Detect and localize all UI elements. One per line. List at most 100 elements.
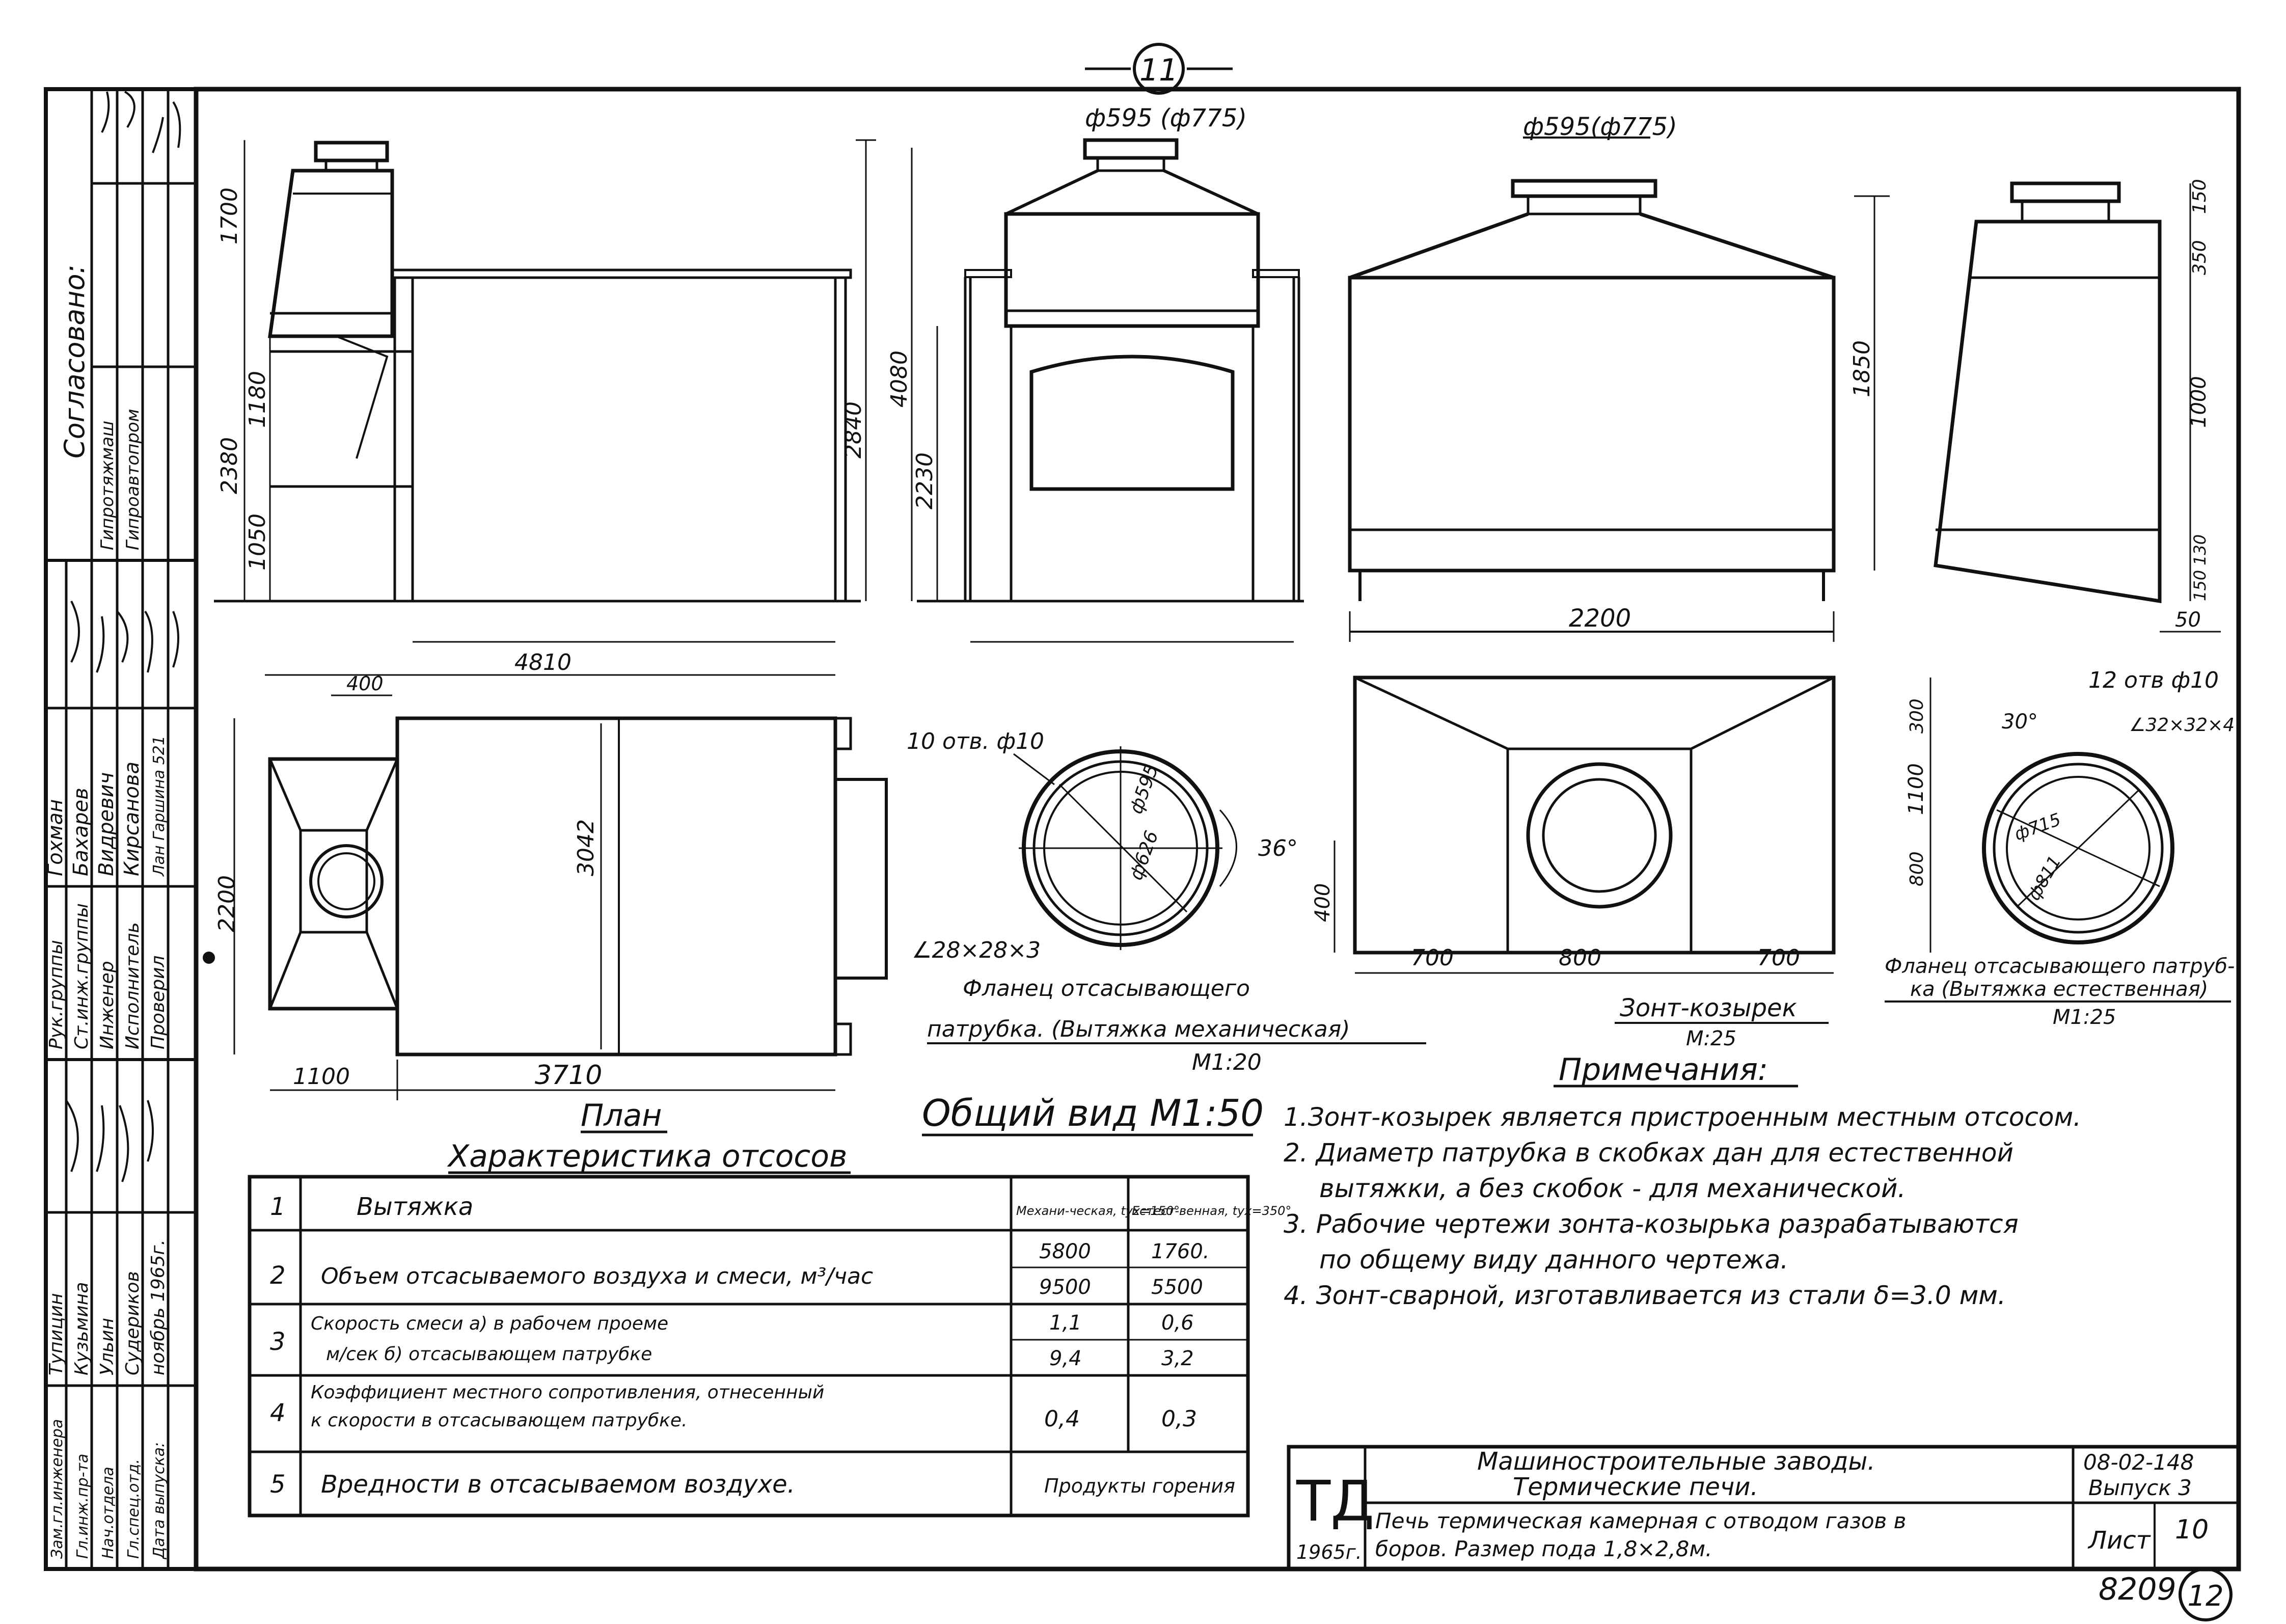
sheet-label: Лист <box>2087 1526 2152 1555</box>
flange-dia-hood: ф595(ф775) <box>1523 113 1677 141</box>
hood-plan-700b: 700 <box>1757 945 1800 971</box>
title-block: ТД 1965г. Машиностроительные заводы. Тер… <box>1287 1445 2241 1571</box>
dim-1700: 1700 <box>216 187 242 245</box>
row3-v1b: 9,4 <box>1049 1347 1082 1370</box>
row1-n: 1 <box>270 1193 286 1221</box>
hood-side: 150 350 1000 130 150 50 <box>1934 179 2221 633</box>
sheet-no: 10 <box>2175 1514 2209 1545</box>
stamp-role2-5: Дата выпуска: <box>150 1442 168 1560</box>
flange-nat-scale: М1:25 <box>2053 1006 2116 1029</box>
flange-mech-profile: ∠28×28×3 <box>912 937 1041 963</box>
dim-1180: 1180 <box>244 371 270 428</box>
plan-view: 4810 400 2200 3042 1100 3710 План <box>203 649 888 1133</box>
plan-reference-dot <box>203 952 215 964</box>
stamp-role2-1: Зам.гл.инженера <box>48 1419 66 1559</box>
logo-td: ТД <box>1296 1469 1374 1534</box>
sheet-number-bottom: 12 <box>2179 1567 2233 1621</box>
flange-mech-d1: ф595 <box>1126 762 1163 817</box>
note-line-4: 3. Рабочие чертежи зонта-козырька разраб… <box>1284 1209 2019 1239</box>
hood-front: ф595(ф775) 1850 2200 <box>1348 113 1890 642</box>
stamp-name-2: Бахарев <box>69 788 93 876</box>
stamp-name2-3: Ульин <box>97 1318 118 1375</box>
dim-150-bot: 150 <box>2190 570 2210 601</box>
row4-label: Коэффициент местного сопротивления, отне… <box>311 1382 824 1403</box>
desc-line-1: Печь термическая камерная с отводом газо… <box>1375 1508 1906 1533</box>
dim-1100: 1100 <box>293 1064 350 1090</box>
dim-1050: 1050 <box>244 513 270 571</box>
hood-plan-400: 400 <box>1311 883 1335 922</box>
row1-v1: Механи-ческая, tух=150° <box>1016 1204 1180 1218</box>
desc-line-2: боров. Размер пода 1,8×2,8м. <box>1375 1536 1712 1561</box>
hood-plan-800: 800 <box>1559 945 1601 971</box>
row2-v1: 5800 <box>1039 1240 1091 1263</box>
row4-v2: 0,3 <box>1161 1406 1197 1432</box>
characteristics-table: Характеристика отсосов 1 Вытяжка Механи-… <box>248 1139 1291 1518</box>
logo-year: 1965г. <box>1296 1541 1362 1563</box>
elevation-front: ф595 (ф775) 4080 2230 <box>886 104 1304 643</box>
row2-v2b: 5500 <box>1151 1276 1203 1299</box>
stamp-name2-4: Судериков <box>122 1271 143 1375</box>
dim-2840: 2840 <box>840 401 866 458</box>
stamp-role2-4: Гл.спец.отд. <box>125 1459 143 1559</box>
row5-label: Вредности в отсасываемом воздухе. <box>321 1470 795 1499</box>
flange-nat-caption-2: ка (Вытяжка естественная) <box>1910 978 2208 1001</box>
flange-nat-caption-1: Фланец отсасывающего патруб- <box>1885 955 2235 978</box>
stamp-name2-2: Кузьмина <box>71 1282 92 1375</box>
note-line-5: по общему виду данного чертежа. <box>1319 1245 1788 1275</box>
row4-n: 4 <box>270 1399 286 1427</box>
stamp-role2-3: Нач.отдела <box>99 1467 117 1559</box>
flange-natural: 12 отв ф10 ∠32×32×4 30° ф715 ф811 Фланец… <box>1885 667 2235 1029</box>
row3-v1: 1,1 <box>1049 1311 1082 1335</box>
plan-title: План <box>581 1098 662 1133</box>
flange-nat-angle: 30° <box>2002 710 2038 734</box>
row4-v1: 0,4 <box>1044 1406 1080 1432</box>
stamp-name2-5: ноябрь 1965г. <box>148 1239 169 1375</box>
flange-nat-d1: ф715 <box>2011 809 2063 845</box>
dim-4810: 4810 <box>514 649 572 675</box>
flange-mech-holes: 10 отв. ф10 <box>907 728 1044 754</box>
stamp-role-1: Рук.группы <box>46 940 67 1049</box>
table-title: Характеристика отсосов <box>447 1139 847 1174</box>
flange-mech-caption-2: патрубка. (Вытяжка механическая) <box>927 1016 1350 1042</box>
dim-2380: 2380 <box>216 437 242 494</box>
flange-nat-d2: ф811 <box>2024 852 2065 904</box>
stamp-agreed: Согласовано: <box>59 264 91 458</box>
doc-code: 08-02-148 <box>2083 1450 2194 1475</box>
side-stamp: Согласовано: Гипротяжмаш Гипроавтопром Р… <box>44 87 198 1571</box>
stamp-org-2: Гипроавтопром <box>123 409 143 550</box>
stamp-role-2: Ст.инж.группы <box>71 903 92 1049</box>
dim-400: 400 <box>346 672 384 695</box>
note-line-1: 1.Зонт-козырек является пристроенным мес… <box>1284 1102 2081 1132</box>
flange-nat-profile: ∠32×32×4 <box>2129 715 2235 736</box>
signature-marks <box>65 91 181 1182</box>
stamp-name-3: Видревич <box>95 772 118 876</box>
dim-130: 130 <box>2190 534 2210 565</box>
hood-plan-scale: М:25 <box>1686 1027 1736 1050</box>
note-line-2: 2. Диаметр патрубка в скобках дан для ес… <box>1284 1138 2013 1168</box>
stamp-name2-1: Тупицин <box>46 1293 67 1375</box>
row2-v2: 1760. <box>1151 1240 1210 1263</box>
row2-n: 2 <box>270 1261 286 1290</box>
sheet-number-top-text: 11 <box>1139 52 1178 88</box>
dim-2230: 2230 <box>912 452 938 509</box>
hood-plan-1100: 1100 <box>1904 763 1928 815</box>
row2-v1b: 9500 <box>1039 1276 1091 1299</box>
dim-2200-hood: 2200 <box>1569 604 1631 633</box>
stamp-role-4: Исполнитель <box>122 922 143 1049</box>
flange-mechanical: 10 отв. ф10 ф595 ф626 36° ∠28×28×3 Флане… <box>907 728 1426 1075</box>
flange-nat-holes: 12 отв ф10 <box>2088 667 2219 693</box>
stamp-name-1: Гохман <box>44 799 67 876</box>
row1-v2: Естест-венная, tух=350° <box>1132 1204 1291 1218</box>
dim-50: 50 <box>2175 608 2201 632</box>
row2-label: Объем отсасываемого воздуха и смеси, м³/… <box>321 1263 873 1289</box>
stamp-role2-2: Гл.инж.пр-та <box>74 1454 92 1559</box>
row3-v2b: 3,2 <box>1161 1347 1194 1370</box>
hood-plan-300: 300 <box>1907 698 1927 734</box>
row3-label2: м/сек б) отсасывающем патрубке <box>326 1344 652 1365</box>
doc-issue: Выпуск 3 <box>2088 1475 2192 1500</box>
row3-v2: 0,6 <box>1161 1311 1194 1335</box>
org-line-1: Машиностроительные заводы. <box>1477 1447 1875 1476</box>
inventory-number: 8209 <box>2099 1572 2176 1607</box>
dim-3042: 3042 <box>573 819 599 876</box>
